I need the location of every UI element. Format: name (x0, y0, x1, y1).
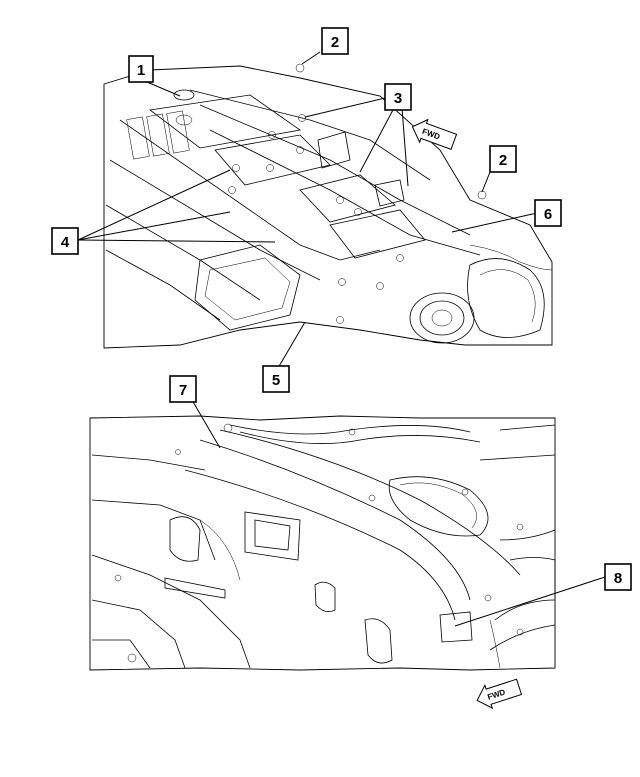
callout-1-label: 1 (137, 62, 145, 79)
callout-6-label: 6 (544, 206, 552, 223)
callout-2-right: 2 (489, 145, 517, 173)
callout-8-label: 8 (614, 570, 622, 587)
rear-underbody-illustration (89, 415, 556, 671)
callout-4-label: 4 (61, 234, 70, 251)
callout-5: 5 (262, 365, 290, 393)
fwd-arrow-bottom: FWD (476, 678, 523, 710)
callout-8: 8 (604, 563, 632, 591)
callout-7-label: 7 (179, 382, 187, 399)
leader-lines (77, 51, 606, 627)
callout-3-label: 3 (394, 90, 402, 107)
callout-2-top: 2 (321, 27, 349, 55)
callout-7: 7 (169, 375, 197, 403)
callout-2-top-label: 2 (331, 34, 339, 51)
fwd-arrow-top: FWD (411, 118, 458, 150)
callout-5-label: 5 (272, 372, 280, 389)
callout-2-right-label: 2 (499, 152, 507, 169)
callout-1: 1 (128, 55, 154, 83)
floor-pan-illustration (103, 63, 553, 349)
callout-3: 3 (384, 83, 412, 111)
callout-4: 4 (51, 227, 79, 255)
callout-6: 6 (534, 199, 562, 227)
